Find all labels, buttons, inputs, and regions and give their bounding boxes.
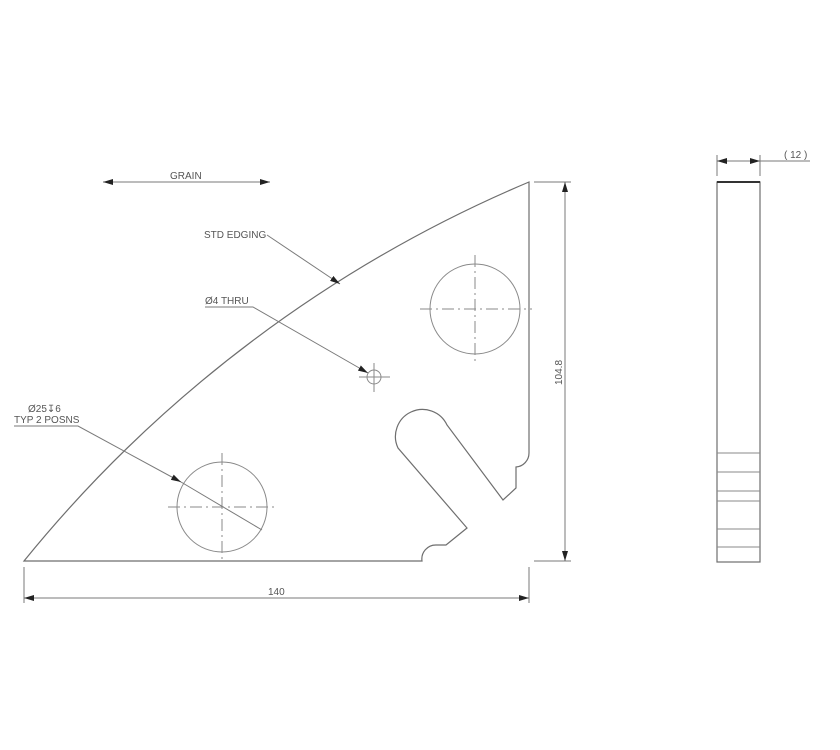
thickness-dim-label: ( 12 ) xyxy=(784,150,807,161)
grain-arrow: GRAIN xyxy=(103,171,270,185)
height-dimension: 104.8 xyxy=(534,181,571,562)
large-hole-bottom xyxy=(168,453,277,562)
edging-leader: STD EDGING xyxy=(204,230,341,285)
large-hole-label-line2: TYP 2 POSNS xyxy=(14,415,80,426)
small-hole-leader: Ø4 THRU xyxy=(205,296,369,374)
height-dim-label: 104.8 xyxy=(554,360,565,385)
large-hole-label-line1: Ø25↧6 xyxy=(28,404,61,415)
thickness-dimension: ( 12 ) xyxy=(716,150,810,176)
edging-label: STD EDGING xyxy=(204,230,266,241)
large-hole-top xyxy=(420,255,532,364)
large-hole-leader: Ø25↧6 TYP 2 POSNS xyxy=(14,404,263,531)
grain-label: GRAIN xyxy=(170,171,202,182)
part-outline xyxy=(22,181,530,562)
side-view xyxy=(716,181,761,563)
width-dim-label: 140 xyxy=(268,587,285,598)
width-dimension: 140 xyxy=(23,567,530,603)
small-hole xyxy=(359,363,390,392)
small-hole-label: Ø4 THRU xyxy=(205,296,249,307)
